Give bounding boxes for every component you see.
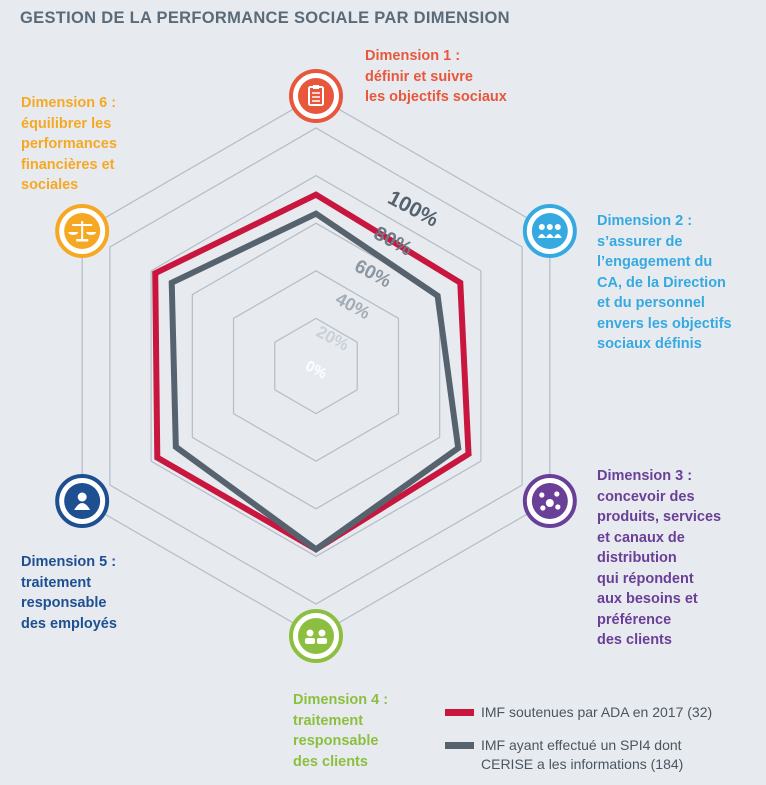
chart-legend: IMF soutenues par ADA en 2017 (32) IMF ay… <box>445 703 712 774</box>
employee-icon <box>55 474 110 528</box>
dimension-label-line: s’assurer de <box>597 233 683 250</box>
dimension-1-label: Dimension 1 : définir et suivre les object… <box>365 46 507 108</box>
dimension-5-label: Dimension 5 : traitement responsable des em… <box>21 552 117 634</box>
dimension-label-line: préférence <box>597 611 672 628</box>
tick-label-100: 100% <box>384 186 443 232</box>
dimension-label-line: et canaux de <box>597 529 685 546</box>
dimension-label-line: financières et <box>21 156 115 173</box>
legend-swatch <box>445 709 474 716</box>
products-icon <box>522 474 577 528</box>
dimension-label-line: responsable <box>21 595 107 611</box>
dimension-label-line: Dimension 4 : <box>293 692 389 708</box>
dimension-label-line: Dimension 2 : <box>597 213 693 229</box>
dimension-label-line: Dimension 3 : <box>597 468 693 484</box>
dimension-label-line: équilibrer les <box>21 115 112 132</box>
dimension-label-line: aux besoins et <box>597 591 698 607</box>
grid-hexagon-40 <box>232 270 400 462</box>
dimension-label-line: performances <box>21 136 117 152</box>
dimension-label-line: traitement <box>293 712 364 729</box>
dimension-label-line: des clients <box>293 753 368 770</box>
dimension-label-line: sociaux définis <box>597 336 702 352</box>
legend-label: IMF ayant effectué un SPI4 dont <box>481 737 682 753</box>
tick-label-40: 40% <box>332 289 373 324</box>
dimension-3-label: Dimension 3 : concevoir des produits, serv… <box>597 466 721 651</box>
dimension-label-line: et du personnel <box>597 295 705 311</box>
dimension-label-line: l’engagement du <box>597 254 713 270</box>
clients-icon <box>289 609 343 663</box>
dimension-label-line: Dimension 5 : <box>21 554 117 570</box>
grid-hexagon-100 <box>109 127 523 605</box>
dimension-label-line: envers les objectifs <box>597 315 732 332</box>
dimension-label-line: Dimension 6 : <box>21 95 117 111</box>
tick-label-20: 20% <box>313 322 352 355</box>
scales-icon <box>55 204 110 258</box>
dimension-label-line: des clients <box>597 632 672 648</box>
clipboard-icon <box>289 69 343 123</box>
dimension-2-label: Dimension 2 : s’assurer de l’engagement du… <box>597 211 732 355</box>
dimension-label-line: les objectifs sociaux <box>365 89 507 105</box>
legend-item-1: IMF soutenues par ADA en 2017 (32) <box>445 703 712 722</box>
dimension-label-line: des employés <box>21 615 117 632</box>
dimension-4-label: Dimension 4 : traitement responsable des cl… <box>293 690 388 772</box>
legend-label: CERISE a les informations (184) <box>481 756 684 772</box>
chart-title: GESTION DE LA PERFORMANCE SOCIALE PAR DI… <box>20 9 510 27</box>
grid-hexagon-20 <box>274 317 358 415</box>
dimension-label-line: traitement <box>21 574 92 591</box>
dimension-label-line: concevoir des <box>597 488 695 505</box>
dimension-label-line: sociales <box>21 177 79 193</box>
dimension-label-line: responsable <box>293 733 379 749</box>
team-icon <box>522 204 577 258</box>
legend-label: IMF soutenues par ADA en 2017 (32) <box>481 704 713 720</box>
dimension-6-label: Dimension 6 : équilibrer les performances f… <box>21 93 117 196</box>
dimension-label-line: produits, services <box>597 509 722 525</box>
dimension-label-line: CA, de la Direction <box>597 274 726 291</box>
dimension-label-line: distribution <box>597 550 677 566</box>
dimension-label-line: définir et suivre <box>365 68 473 85</box>
dimension-label-line: Dimension 1 : <box>365 48 461 64</box>
dimension-label-line: qui répondent <box>597 570 694 587</box>
legend-swatch <box>445 742 474 749</box>
series-line-2 <box>168 210 462 553</box>
grid-hexagon-80 <box>150 174 482 558</box>
tick-label-0: 0% <box>303 357 330 382</box>
